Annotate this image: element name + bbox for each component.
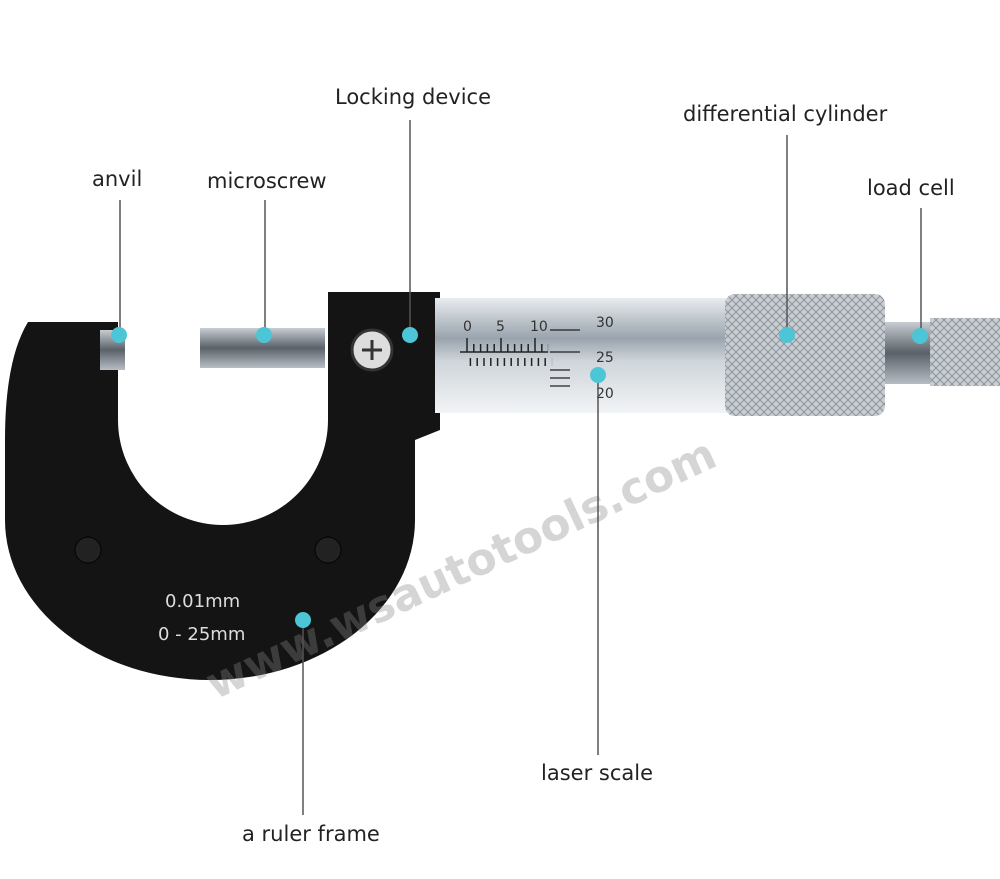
label-ruler-frame: a ruler frame — [242, 822, 380, 846]
marker-locking-device — [402, 327, 418, 343]
thimble-scale-30: 30 — [596, 315, 614, 331]
marker-microscrew — [256, 327, 272, 343]
differential-cylinder — [725, 294, 885, 416]
ruler-frame: 0.01mm 0 - 25mm — [5, 292, 440, 680]
label-anvil: anvil — [92, 167, 142, 191]
marker-differential-cylinder — [779, 327, 795, 343]
label-differential-cylinder: differential cylinder — [683, 102, 888, 126]
marker-load-cell — [912, 328, 928, 344]
marker-anvil — [111, 327, 127, 343]
sleeve-scale-5: 5 — [496, 319, 505, 335]
label-microscrew: microscrew — [207, 169, 327, 193]
load-cell — [885, 322, 935, 384]
sleeve-scale-10: 10 — [530, 319, 548, 335]
sleeve-scale-0: 0 — [463, 319, 472, 335]
frame-resolution: 0.01mm — [165, 591, 240, 612]
screw-icon — [314, 536, 342, 564]
label-load-cell: load cell — [867, 176, 955, 200]
screw-icon — [74, 536, 102, 564]
marker-laser-scale — [590, 367, 606, 383]
frame-range: 0 - 25mm — [158, 624, 245, 645]
marker-ruler-frame — [295, 612, 311, 628]
ratchet-knurl — [930, 318, 1000, 386]
leader-lines — [119, 120, 922, 815]
thimble-scale-25: 25 — [596, 350, 614, 366]
label-laser-scale: laser scale — [541, 761, 653, 785]
sleeve: 0 5 10 30 25 20 — [435, 298, 730, 413]
thimble-scale-20: 20 — [596, 386, 614, 402]
label-locking-device: Locking device — [335, 85, 491, 109]
